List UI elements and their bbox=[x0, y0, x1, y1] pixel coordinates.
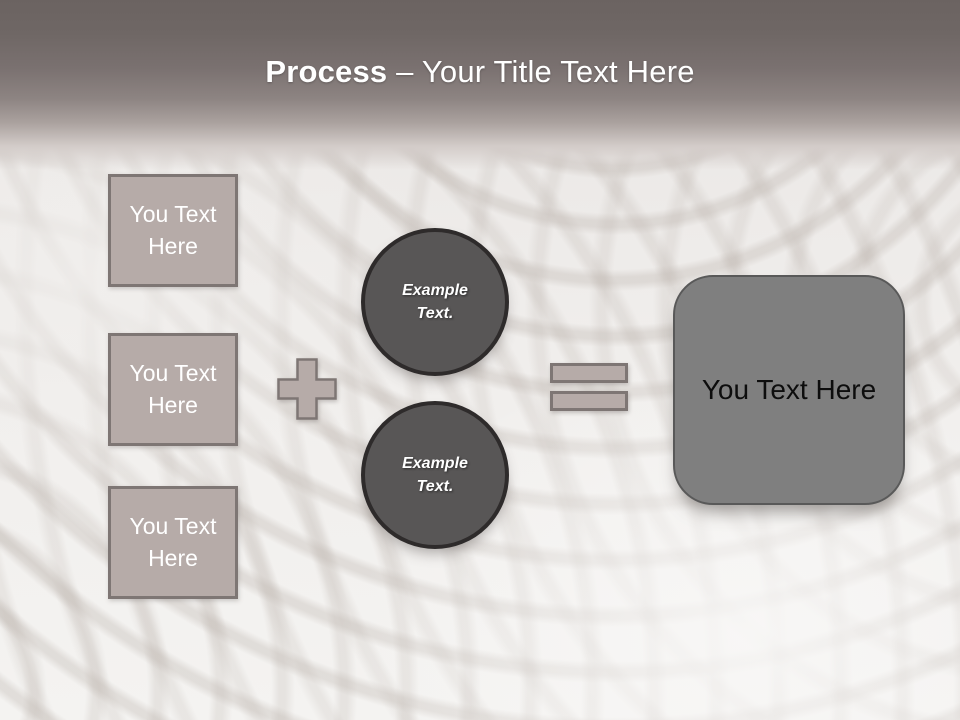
result-box-label: You Text Here bbox=[701, 374, 877, 405]
input-box-1-label: You Text Here bbox=[129, 201, 217, 259]
input-box-2-label: You Text Here bbox=[129, 360, 217, 418]
title-band bbox=[0, 0, 960, 170]
slide-title: Process – Your Title Text Here bbox=[0, 54, 960, 90]
example-circle-2: Example Text. bbox=[361, 401, 509, 549]
equals-bar-bottom bbox=[550, 391, 628, 411]
slide-title-emphasis: Process bbox=[265, 54, 388, 89]
equals-icon bbox=[550, 363, 628, 411]
plus-icon bbox=[277, 358, 337, 420]
input-box-2: You Text Here bbox=[108, 333, 238, 446]
equals-bar-top bbox=[550, 363, 628, 383]
example-circle-1-label: Example Text. bbox=[402, 281, 468, 322]
example-circle-1: Example Text. bbox=[361, 228, 509, 376]
input-box-1: You Text Here bbox=[108, 174, 238, 287]
slide-title-rest: – Your Title Text Here bbox=[387, 54, 695, 89]
input-box-3: You Text Here bbox=[108, 486, 238, 599]
result-box: You Text Here bbox=[673, 275, 905, 505]
example-circle-2-label: Example Text. bbox=[402, 454, 468, 495]
input-box-3-label: You Text Here bbox=[129, 513, 217, 571]
